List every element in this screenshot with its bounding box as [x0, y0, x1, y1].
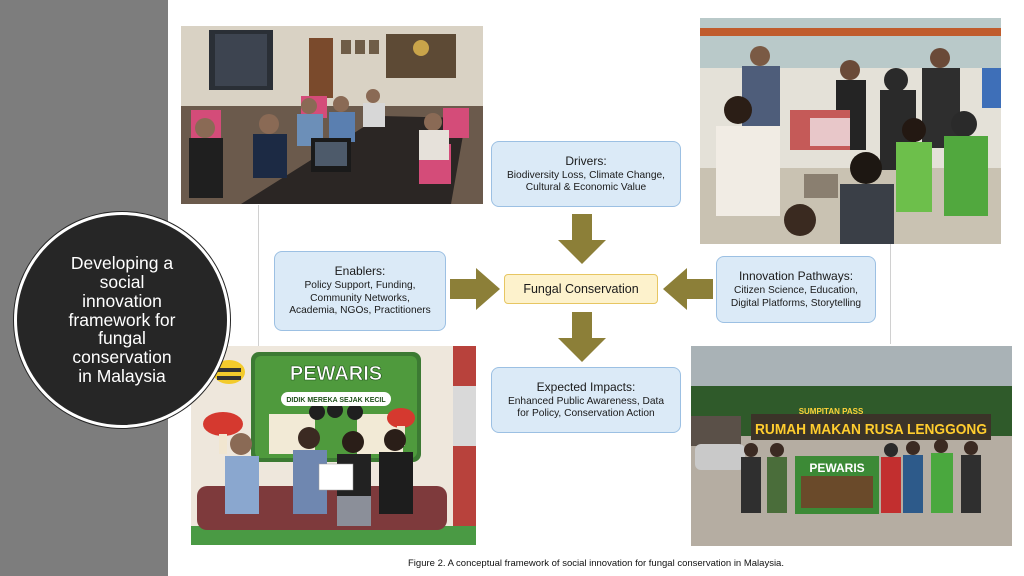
connector-line-left [258, 205, 259, 350]
group-banner-title: PEWARIS [809, 461, 864, 475]
connector-line-right [890, 244, 891, 344]
expected-impacts-body: Enhanced Public Awareness, Data for Poli… [507, 395, 665, 419]
innovation-pathways-heading: Innovation Pathways: [738, 269, 854, 284]
photo-pewaris-kindergarten: PEWARIS DIDIK MEREKA SEJAK KECIL [191, 346, 476, 545]
drivers-body: Biodiversity Loss, Climate Change, Cultu… [507, 169, 665, 193]
arrow-right-from-enablers [450, 268, 500, 310]
photo-lenggong-group: SUMPITAN PASS RUMAH MAKAN RUSA LENGGONG … [691, 346, 1012, 546]
innovation-pathways-box: Innovation Pathways: Citizen Science, Ed… [716, 256, 876, 323]
arrow-down-to-impacts [558, 312, 606, 362]
sign-main-text: RUMAH MAKAN RUSA LENGGONG [755, 421, 987, 438]
title-circle: Developing a social innovation framework… [14, 212, 230, 428]
photo-meeting-room [181, 26, 483, 204]
enablers-heading: Enablers: [334, 264, 386, 279]
pewaris-banner-title: PEWARIS [290, 363, 382, 385]
innovation-pathways-body: Citizen Science, Education, Digital Plat… [730, 285, 862, 309]
drivers-heading: Drivers: [565, 153, 607, 168]
pewaris-banner-subtitle: DIDIK MEREKA SEJAK KECIL [286, 397, 386, 404]
slide-title: Developing a social innovation framework… [68, 252, 176, 387]
arrow-left-from-pathways [663, 268, 713, 310]
photo-students-activity [700, 18, 1001, 244]
drivers-box: Drivers: Biodiversity Loss, Climate Chan… [491, 141, 681, 207]
enablers-body: Policy Support, Funding, Community Netwo… [289, 280, 431, 317]
expected-impacts-box: Expected Impacts: Enhanced Public Awaren… [491, 367, 681, 433]
figure-caption: Figure 2. A conceptual framework of soci… [408, 558, 784, 569]
expected-impacts-heading: Expected Impacts: [536, 379, 636, 394]
sign-top-text: SUMPITAN PASS [799, 407, 864, 416]
fungal-conservation-box: Fungal Conservation [504, 274, 658, 304]
arrow-down-from-drivers [558, 214, 606, 264]
enablers-box: Enablers: Policy Support, Funding, Commu… [274, 251, 446, 331]
